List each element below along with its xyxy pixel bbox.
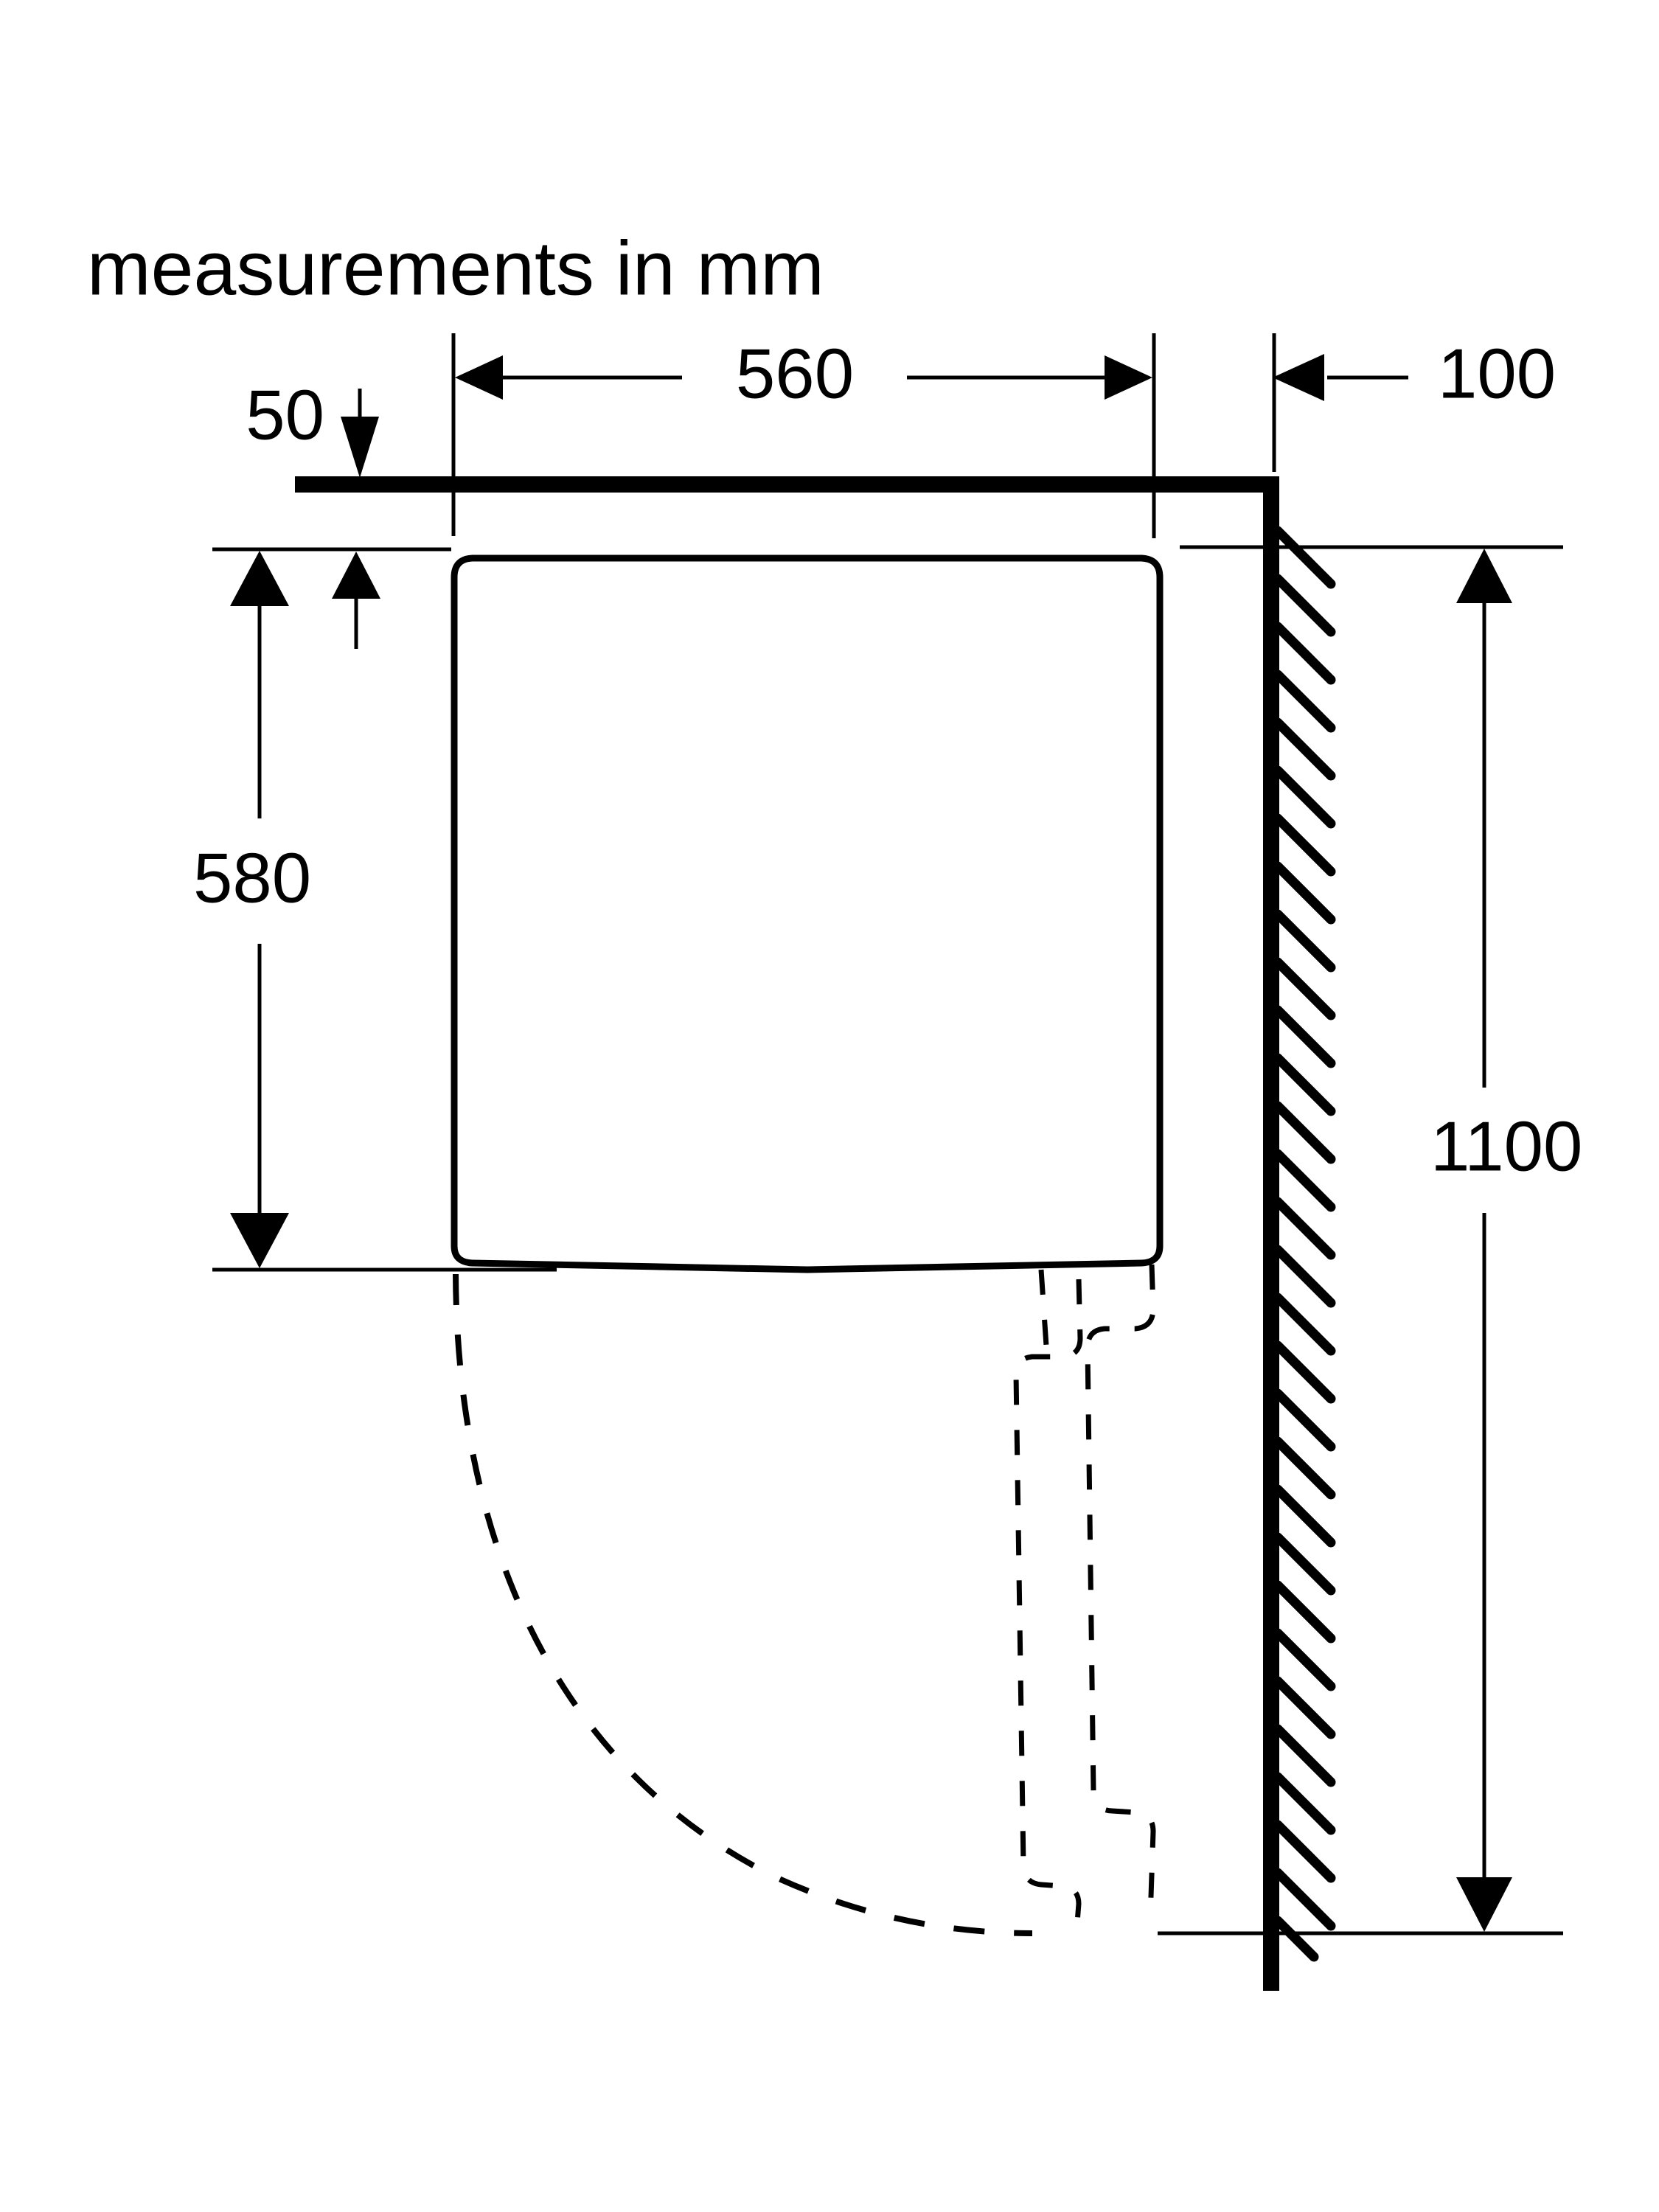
- arrow-580-secondary: [332, 552, 380, 649]
- dimension-580: 580: [193, 547, 557, 1272]
- dim-label-580: 580: [193, 838, 311, 917]
- drawing-title: measurements in mm: [87, 226, 824, 311]
- arrow-50-down: [341, 417, 379, 478]
- door-swing-arc: [453, 1273, 1033, 1936]
- arrow-560-right: [1105, 355, 1152, 400]
- arrow-580-down: [230, 1213, 289, 1268]
- dimension-1100: 1100: [1158, 545, 1582, 1935]
- door-open-dashed: [1013, 1264, 1156, 1933]
- door-handle-inner: [1013, 1279, 1083, 1933]
- appliance-body: [451, 554, 1164, 1273]
- arrow-580-up: [230, 551, 289, 606]
- dim-label-1100: 1100: [1430, 1107, 1582, 1186]
- dim-label-50: 50: [246, 375, 324, 454]
- wall-hatch-strokes: [1273, 526, 1336, 1962]
- dimension-560: 560: [451, 333, 1156, 538]
- dim-label-100: 100: [1438, 334, 1556, 413]
- arrow-1100-up: [1456, 549, 1512, 603]
- arrow-1100-down: [1456, 1877, 1512, 1932]
- door-panel-outer: [1085, 1264, 1156, 1919]
- arrow-100-left: [1273, 354, 1324, 401]
- wall-hatched: [1263, 476, 1336, 1991]
- dimension-100: 100: [1272, 333, 1556, 472]
- appliance-outline: [451, 554, 1164, 1273]
- dim-label-560: 560: [736, 334, 854, 413]
- arrow-560-left: [455, 355, 503, 400]
- door-hinge-mark: [1038, 1269, 1050, 1357]
- dimension-50: 50: [246, 375, 379, 478]
